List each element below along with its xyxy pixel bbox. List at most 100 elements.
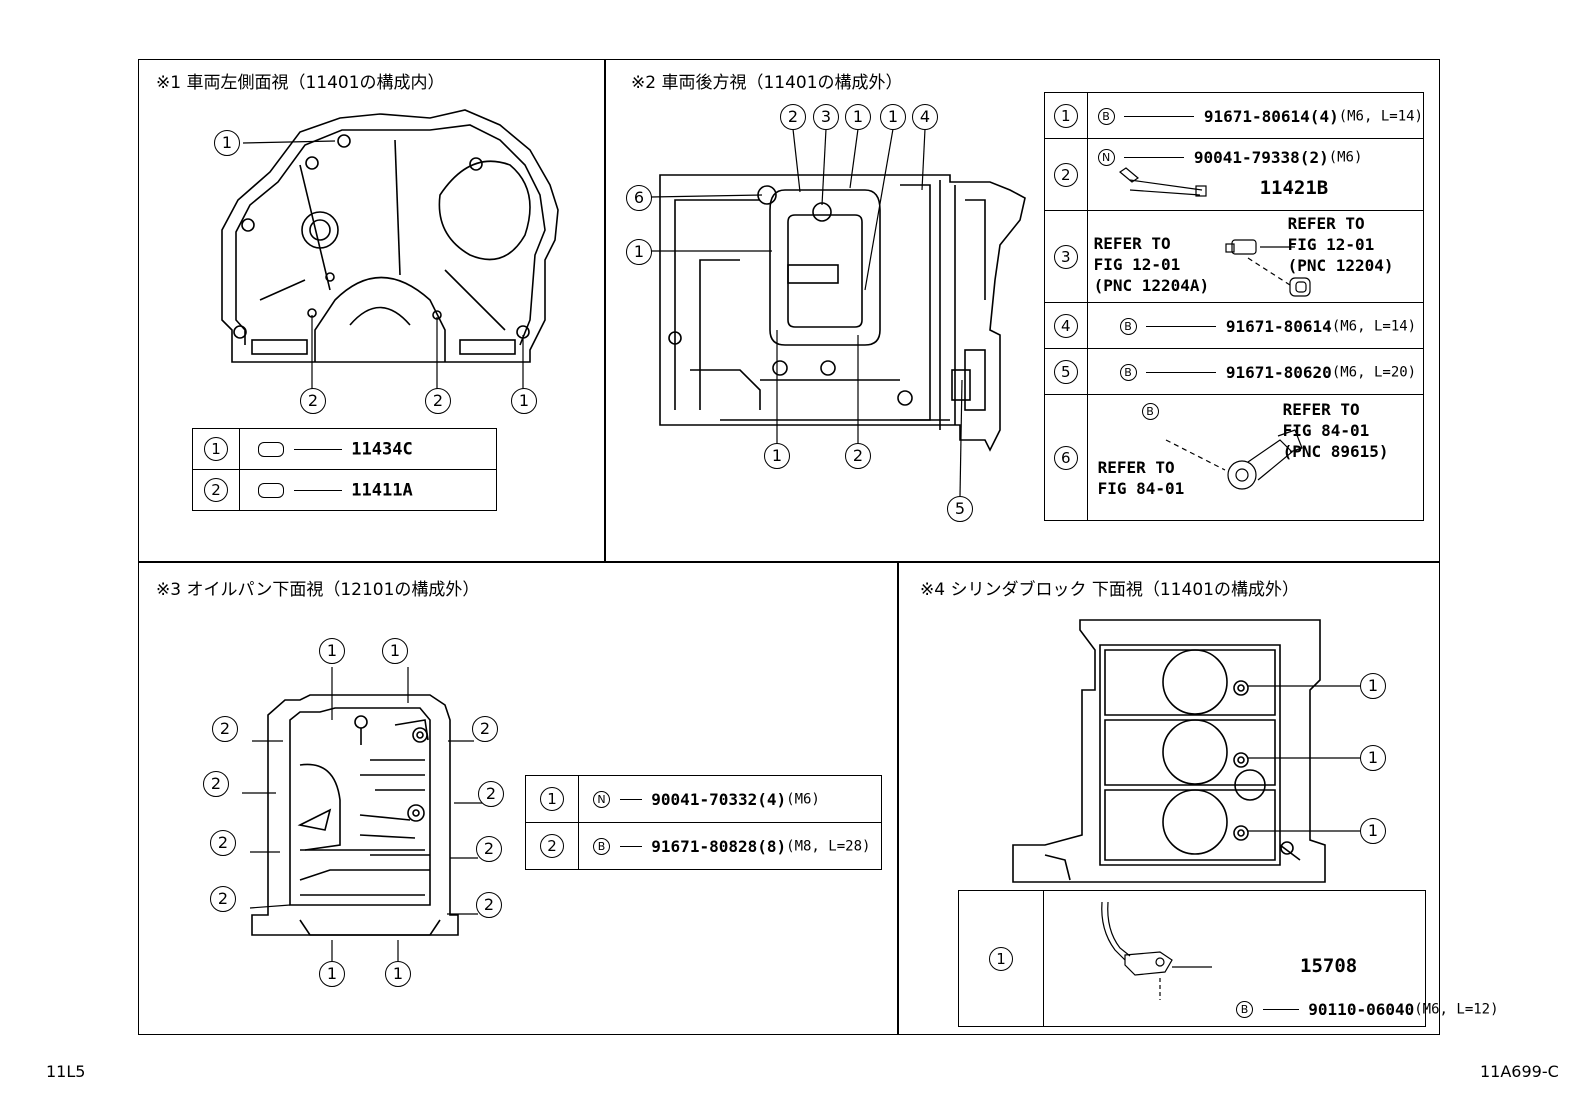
bolt-symbol: B	[1119, 317, 1137, 335]
part-number: 91671-80614	[1225, 316, 1332, 336]
table-row: 1 15708 B 90110-06040(M6, L=12)	[958, 890, 1499, 1027]
callout-1: 1	[1360, 818, 1386, 844]
dowel-pin-icon	[258, 482, 284, 498]
oil-pan-view	[251, 694, 459, 936]
ref-number: 1	[204, 437, 228, 461]
nut-symbol: N	[593, 791, 610, 808]
callout-3: 3	[813, 104, 839, 130]
part-number: 91671-80614(4)	[1203, 106, 1339, 126]
callout-1: 1	[319, 961, 345, 987]
block-side-view	[221, 109, 559, 363]
callout-2: 2	[212, 716, 238, 742]
footer-left-code: 11L5	[46, 1062, 86, 1081]
table-row: 5 B 91671-80620(M6, L=20)	[1044, 348, 1425, 395]
part-number: 90041-79338(2)	[1193, 148, 1329, 167]
part-number: 90041-70332(4)	[651, 790, 787, 809]
divider-top	[604, 59, 606, 562]
nut-symbol: N	[1097, 149, 1115, 166]
panel3-title: ※3 オイルパン下面視（12101の構成外）	[156, 580, 480, 600]
ref-number: 4	[1053, 313, 1078, 338]
callout-4: 4	[912, 104, 938, 130]
callout-2-left: 2	[300, 388, 326, 414]
callout-1-top: 1	[214, 130, 240, 156]
part-number: 11434C	[351, 439, 413, 460]
table-row: 4 B 91671-80614(M6, L=14)	[1044, 302, 1425, 349]
panel1-title: ※1 車両左側面視（11401の構成内）	[156, 73, 445, 93]
callout-2: 2	[476, 892, 502, 918]
divider-middle	[138, 561, 1440, 563]
cylinder-block-underside	[1012, 619, 1326, 883]
callout-1: 1	[845, 104, 871, 130]
callout-1: 1	[880, 104, 906, 130]
bolt-symbol: B	[1236, 1001, 1253, 1018]
table-row: 2 B 91671-80828(8)(M8, L=28)	[525, 822, 882, 870]
dowel-pin-icon	[258, 441, 284, 457]
table-row: 2 N 90041-79338(2)(M6) 11421B	[1044, 138, 1425, 211]
panel1-parts-table: 1 11434C 2 11411A	[192, 428, 497, 511]
callout-1: 1	[382, 638, 408, 664]
callout-2: 2	[478, 781, 504, 807]
callout-1: 1	[385, 961, 411, 987]
callout-5: 5	[947, 496, 973, 522]
callout-2: 2	[845, 443, 871, 469]
diagram-frame	[138, 59, 1440, 1035]
part-number: 15708	[1300, 955, 1358, 977]
part-number: 91671-80828(8)	[651, 837, 787, 856]
ref-number: 1	[989, 946, 1013, 971]
part-spec: (M6, L=12)	[1414, 1001, 1499, 1018]
part-spec: (M6, L=14)	[1331, 318, 1417, 334]
ref-number: 2	[204, 478, 228, 502]
panel4-parts-table: 1 15708 B 90110-06040(M6, L=12)	[958, 890, 1499, 1027]
callout-1: 1	[1360, 745, 1386, 771]
ref-number: 3	[1053, 244, 1078, 269]
part-spec: (M8, L=28)	[786, 838, 871, 855]
bolt-symbol: B	[1119, 363, 1137, 381]
table-row: 2 11411A	[192, 469, 497, 511]
callout-6: 6	[626, 185, 652, 211]
bolt-symbol: B	[1141, 403, 1159, 420]
part-spec: (M6)	[786, 791, 820, 808]
callout-2: 2	[780, 104, 806, 130]
table-row: 1 N 90041-70332(4)(M6)	[525, 775, 882, 823]
footer-right-code: 11A699-C	[1480, 1062, 1559, 1081]
callout-1: 1	[319, 638, 345, 664]
ref-number: 2	[1053, 162, 1078, 187]
part-number: 11421B	[1259, 177, 1329, 199]
part-spec: (M6)	[1328, 149, 1363, 166]
table-row: 1 11434C	[192, 428, 497, 470]
block-rear-view	[659, 174, 1026, 452]
callout-2: 2	[210, 886, 236, 912]
part-number: 91671-80620	[1225, 362, 1332, 382]
part-spec: (M6, L=14)	[1338, 108, 1423, 124]
callout-1: 1	[626, 239, 652, 265]
callout-2: 2	[203, 771, 229, 797]
panel4-title: ※4 シリンダブロック 下面視（11401の構成外）	[920, 580, 1299, 600]
callout-1: 1	[1360, 673, 1386, 699]
part-spec: (M6, L=20)	[1331, 364, 1417, 380]
callout-2-right: 2	[425, 388, 451, 414]
ref-number: 1	[540, 787, 564, 811]
part-number: 11411A	[351, 480, 413, 501]
ref-number: 6	[1053, 445, 1078, 470]
callout-2: 2	[476, 836, 502, 862]
ref-number: 1	[1053, 103, 1078, 128]
callout-1: 1	[764, 443, 790, 469]
bolt-symbol: B	[1097, 107, 1115, 125]
callout-2: 2	[472, 716, 498, 742]
ref-number: 5	[1053, 359, 1078, 384]
part-number: 90110-06040	[1308, 1000, 1415, 1019]
bolt-symbol: B	[593, 838, 610, 855]
panel2-parts-table: 1 B 91671-80614(4)(M6, L=14) 2 N 90041-7…	[1044, 92, 1425, 521]
panel2-title: ※2 車両後方視（11401の構成外）	[631, 73, 903, 93]
divider-bottom	[897, 561, 899, 1035]
callout-1-right: 1	[511, 388, 537, 414]
callout-2: 2	[210, 830, 236, 856]
panel3-parts-table: 1 N 90041-70332(4)(M6) 2 B 91671-80828(8…	[525, 775, 882, 870]
ref-number: 2	[540, 834, 564, 858]
